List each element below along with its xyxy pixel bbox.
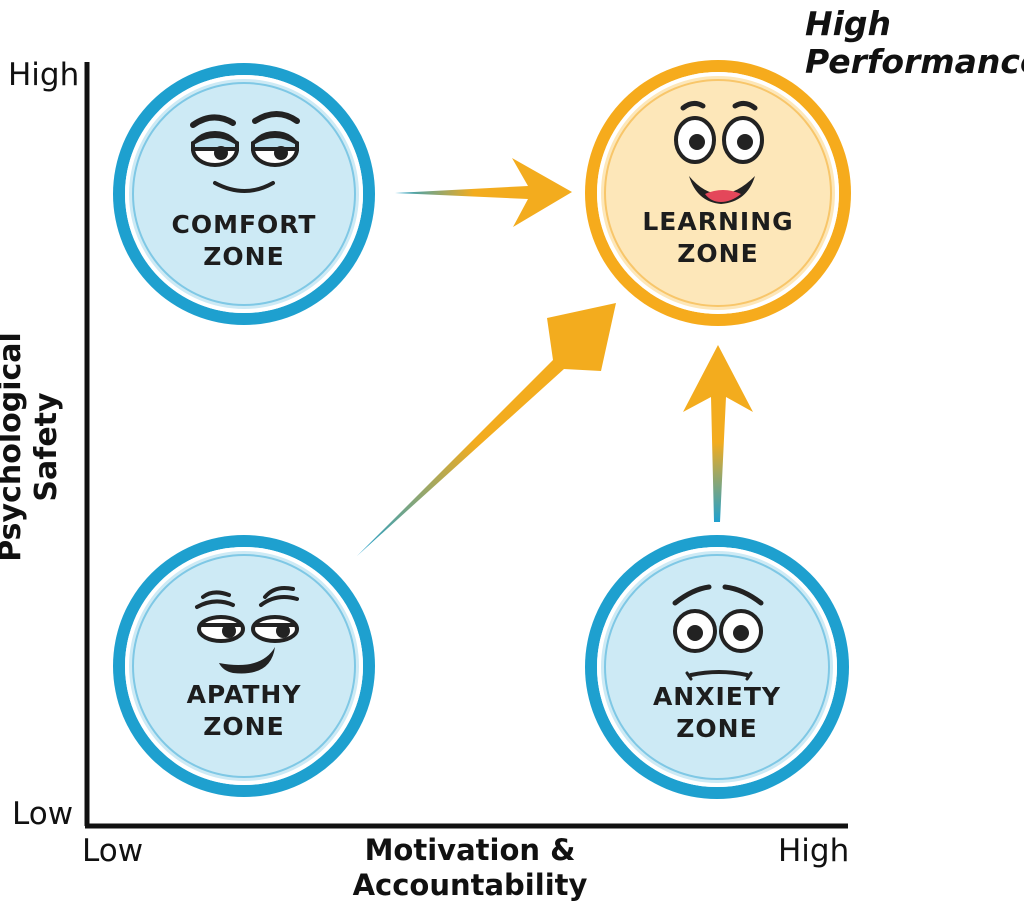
x-axis-high-label: High xyxy=(778,833,850,869)
learning-zone-line1: LEARNING xyxy=(642,207,794,236)
comfort-zone-circle: COMFORT ZONE xyxy=(113,63,375,325)
arrow-comfort-to-learning xyxy=(395,158,572,227)
comfort-zone-line1: COMFORT xyxy=(171,210,317,239)
apathy-zone-line1: APATHY xyxy=(186,680,302,709)
y-axis-title-line2: Safety xyxy=(29,392,64,502)
x-axis-title-line2: Accountability xyxy=(352,867,588,902)
arrow-apathy-to-learning xyxy=(357,303,616,556)
worried-face-icon xyxy=(672,584,764,681)
y-axis-high-label: High xyxy=(8,57,80,93)
apathy-zone-circle: APATHY ZONE xyxy=(113,535,375,797)
anxiety-zone-line2: ZONE xyxy=(676,714,758,743)
y-axis-title: Psychological Safety xyxy=(0,297,65,597)
high-performance-title: High Performance xyxy=(805,4,1024,81)
apathy-zone-label: APATHY ZONE xyxy=(125,679,363,743)
y-axis-low-label: Low xyxy=(12,796,74,832)
high-performance-line1: High Performance xyxy=(805,4,1024,81)
comfort-zone-line2: ZONE xyxy=(203,242,285,271)
x-axis-title-line1: Motivation & xyxy=(364,833,576,867)
x-axis-low-label: Low xyxy=(82,833,144,869)
arrow-anxiety-to-learning xyxy=(683,345,753,522)
apathy-zone-line2: ZONE xyxy=(203,712,285,741)
learning-zone-circle: LEARNING ZONE xyxy=(585,60,851,326)
learning-zone-label: LEARNING ZONE xyxy=(597,206,839,270)
learning-zone-line2: ZONE xyxy=(677,239,759,268)
smirk-face-icon xyxy=(195,586,299,674)
anxiety-zone-circle: ANXIETY ZONE xyxy=(585,535,849,799)
y-axis-title-line1: Psychological xyxy=(0,332,28,562)
comfort-zone-label: COMFORT ZONE xyxy=(125,209,363,273)
x-axis-title: Motivation & Accountability xyxy=(320,833,620,903)
anxiety-zone-label: ANXIETY ZONE xyxy=(597,681,837,745)
anxiety-zone-line1: ANXIETY xyxy=(652,682,782,711)
content-face-icon xyxy=(190,111,300,193)
happy-face-icon xyxy=(674,100,764,204)
